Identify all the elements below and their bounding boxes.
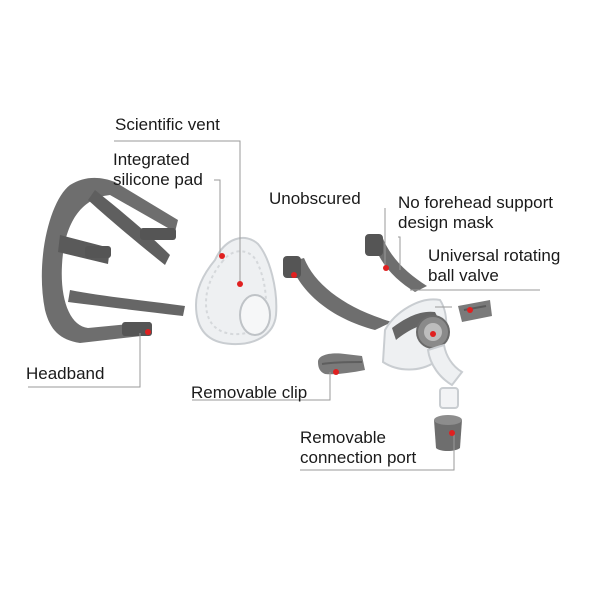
marker-scientific-vent [237, 281, 243, 287]
connection-port-illustration [434, 415, 462, 451]
label-removable-clip: Removable clip [191, 383, 308, 402]
label-silicone-pad: Integrated silicone pad [113, 150, 203, 189]
label-no-forehead: No forehead support design mask [398, 193, 553, 232]
headband-illustration [41, 177, 185, 343]
marker-side-clip [467, 307, 473, 313]
silicone-cushion-illustration [194, 236, 278, 346]
label-scientific-vent: Scientific vent [115, 115, 220, 134]
removable-clip-illustration [318, 353, 365, 375]
label-unobscured: Unobscured [269, 189, 361, 208]
leader-lines [28, 140, 540, 471]
marker-unobscured [291, 272, 297, 278]
label-headband: Headband [26, 364, 105, 383]
markers [145, 253, 473, 436]
label-connection-port: Removable connection port [300, 428, 417, 467]
marker-silicone-pad [219, 253, 225, 259]
marker-no-forehead [383, 265, 389, 271]
marker-ball-valve [430, 331, 436, 337]
side-clip-illustration [458, 300, 492, 322]
marker-connection-port [449, 430, 455, 436]
mask-frame-illustration [365, 234, 464, 409]
unobscured-strap-illustration [283, 256, 392, 330]
label-ball-valve: Universal rotating ball valve [428, 246, 561, 285]
marker-removable-clip [333, 369, 339, 375]
marker-headband [145, 329, 151, 335]
